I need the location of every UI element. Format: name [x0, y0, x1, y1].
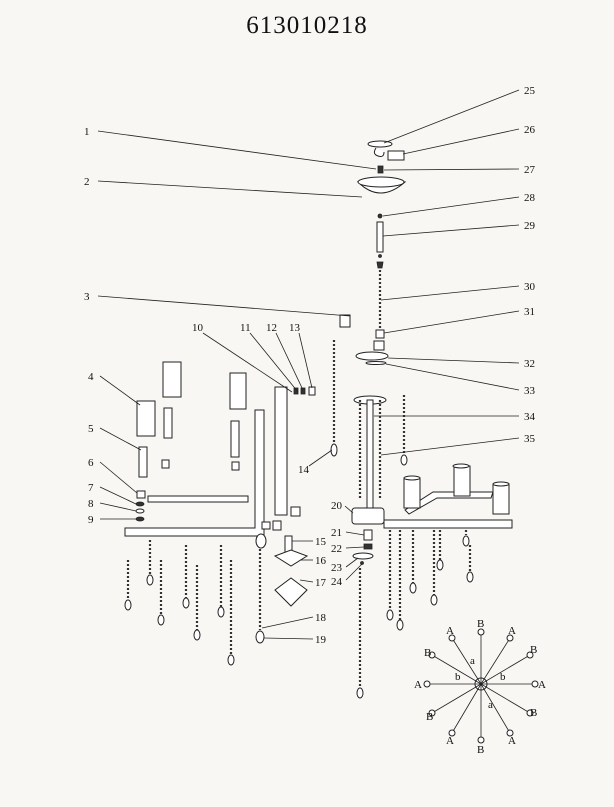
part-16-crystal-star: [273, 549, 309, 567]
callout-29: 29: [524, 220, 536, 232]
part-22-cap: [363, 543, 373, 550]
callout-9: 9: [88, 514, 94, 526]
top-view-label: A: [508, 625, 516, 637]
top-view-label: a: [470, 655, 475, 667]
callout-2: 2: [84, 176, 90, 188]
callout-21: 21: [331, 527, 342, 539]
part-12-nut: [300, 387, 306, 395]
callout-11: 11: [240, 322, 251, 334]
part-20-hub: [351, 507, 385, 525]
callout-20: 20: [331, 500, 343, 512]
top-view-label: B: [530, 707, 537, 719]
left-arm-assembly: [124, 361, 301, 537]
part-26-bracket: [387, 150, 405, 161]
callout-24: 24: [331, 576, 343, 588]
part-29-pipe: [376, 221, 384, 253]
callout-8: 8: [88, 498, 94, 510]
ceiling-hardware: [355, 140, 407, 365]
top-view-label: A: [508, 735, 516, 747]
center-column: [351, 395, 387, 699]
part-31-nut: [375, 329, 385, 339]
model-number: 613010218: [246, 12, 368, 39]
part-9-nut: [135, 516, 145, 522]
part-1-nut: [377, 165, 384, 174]
callout-25: 25: [524, 85, 536, 97]
top-view-label: B: [426, 711, 433, 723]
pendant-drop: [255, 533, 309, 607]
top-view-label: B: [530, 644, 537, 656]
callout-numbers: 1 2 3 4 5 6 7 8 9 10 11 12 13 14 15 16 1…: [84, 85, 536, 646]
callout-35: 35: [524, 433, 536, 445]
part-25-mounting-plate: [367, 140, 393, 148]
callout-7: 7: [88, 482, 94, 494]
part-13-nut: [308, 386, 316, 396]
top-view-label: B: [477, 618, 484, 630]
frame-arms: [274, 314, 408, 516]
part-10-arm: [274, 386, 288, 516]
leader-lines: [97, 89, 520, 640]
part-21-nut: [363, 529, 373, 541]
part-26-hook: [373, 147, 385, 157]
part-6-socket: [136, 490, 146, 499]
callout-13: 13: [289, 322, 301, 334]
callout-4: 4: [88, 371, 94, 383]
right-candle-3: [492, 483, 510, 515]
callout-17: 17: [315, 577, 327, 589]
right-candle-1: [403, 477, 421, 509]
part-7-washer: [135, 501, 145, 507]
top-view-label: b: [500, 671, 506, 683]
callout-10: 10: [192, 322, 204, 334]
crystal-strands: [124, 530, 474, 666]
top-view-label: b: [455, 671, 461, 683]
part-4-candle-sleeve: [136, 400, 156, 437]
right-candle-2: [453, 465, 471, 497]
top-view-label: A: [446, 735, 454, 747]
callout-15: 15: [315, 536, 327, 548]
callout-27: 27: [524, 164, 536, 176]
callout-31: 31: [524, 306, 535, 318]
part-3-bracket: [339, 314, 351, 328]
top-view-label: A: [414, 679, 422, 691]
callout-23: 23: [331, 562, 343, 574]
callout-34: 34: [524, 411, 536, 423]
part-14-crystal: [330, 443, 338, 457]
callout-3: 3: [84, 291, 90, 303]
part-17-crystal-star: [274, 577, 308, 607]
callout-19: 19: [315, 634, 327, 646]
top-view-label: A: [538, 679, 546, 691]
part-33-washer: [365, 361, 387, 365]
callout-32: 32: [524, 358, 535, 370]
callout-22: 22: [331, 543, 342, 555]
callout-28: 28: [524, 192, 536, 204]
right-arm-assembly: [383, 463, 513, 529]
top-view-label: A: [446, 625, 454, 637]
top-view-label: B: [477, 744, 484, 756]
callout-30: 30: [524, 281, 536, 293]
callout-1: 1: [84, 126, 90, 138]
part-8-cup: [135, 508, 145, 514]
callout-16: 16: [315, 555, 327, 567]
right-arm-frame: [383, 519, 513, 529]
top-view-label: a: [488, 699, 493, 711]
callout-33: 33: [524, 385, 536, 397]
top-view-diagram: B B A A A A A A B B B B b b a a: [414, 618, 546, 756]
callout-14: 14: [298, 464, 310, 476]
part-35-center-rod: [366, 399, 374, 511]
callout-18: 18: [315, 612, 327, 624]
part-5-candle-tube: [138, 446, 148, 478]
top-view-label: B: [424, 647, 431, 659]
callout-5: 5: [88, 423, 94, 435]
left-arm-frame: [124, 409, 265, 537]
part-15-link: [255, 533, 267, 549]
callout-6: 6: [88, 457, 94, 469]
part-28-washer: [377, 213, 383, 219]
callout-12: 12: [266, 322, 277, 334]
part-32-bobeche: [355, 351, 389, 361]
part-11-screw: [293, 387, 299, 395]
part-19-crystal: [255, 630, 265, 644]
callout-26: 26: [524, 124, 536, 136]
part-23-finial-disc: [352, 552, 374, 560]
